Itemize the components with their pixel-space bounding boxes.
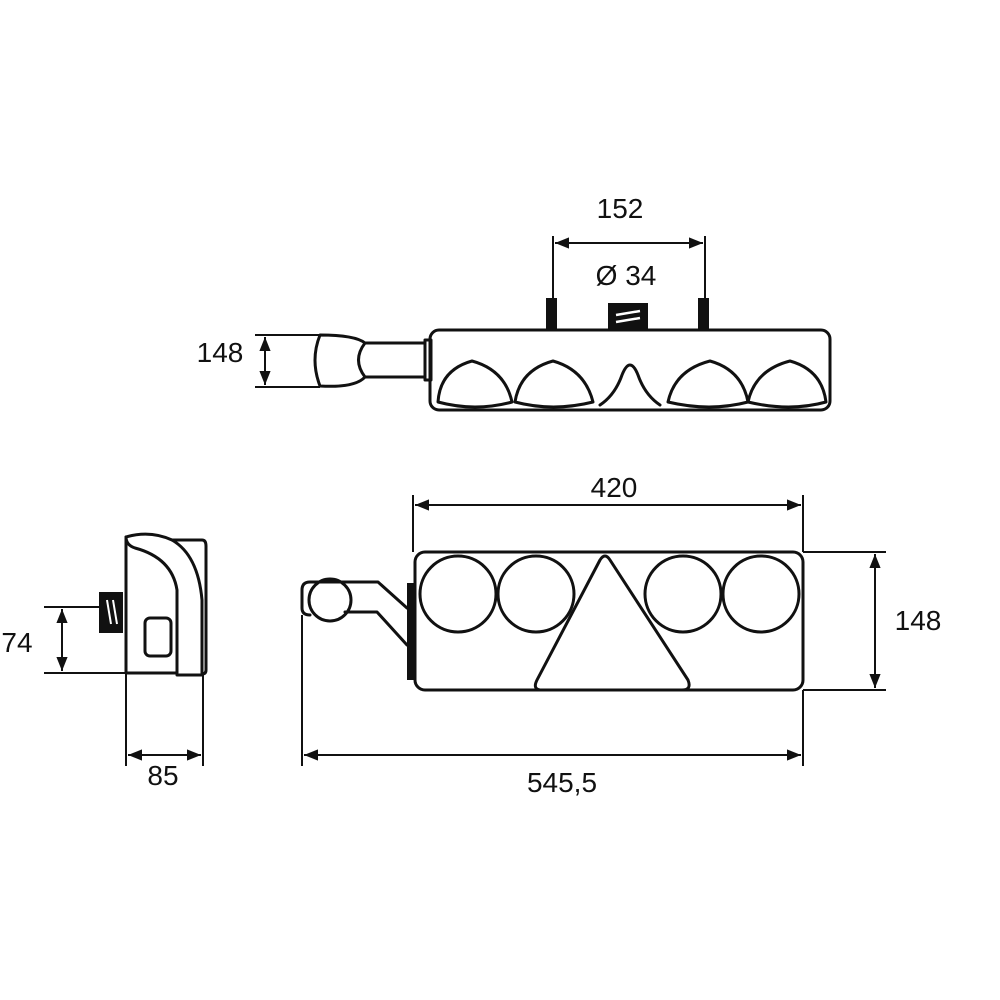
side-housing	[124, 535, 179, 675]
side-window	[143, 616, 173, 658]
side-marker-lamp	[307, 577, 353, 623]
dim-label-74: 74	[1, 627, 32, 658]
dim-420: 420	[412, 472, 804, 552]
dim-top-148: 148	[197, 334, 320, 388]
side-back	[124, 532, 208, 676]
dim-label-152: 152	[597, 193, 644, 224]
side-curve	[170, 538, 204, 677]
top-lenses	[436, 359, 828, 409]
top-view: 152 Ø 34 148	[197, 193, 832, 412]
side-connector-marks	[106, 599, 118, 625]
dim-152: 152 Ø 34	[552, 193, 706, 298]
top-cap	[313, 333, 367, 388]
front-body	[413, 550, 805, 692]
mount-stud-right	[698, 298, 709, 330]
side-connector	[99, 592, 123, 633]
lamp-circle-4	[721, 554, 801, 634]
front-view: 420 148 545,5	[300, 472, 942, 798]
connector-marks	[615, 309, 641, 324]
reflector-triangle	[533, 554, 691, 692]
top-pipe-flange	[423, 338, 433, 382]
lamp-circle-3	[643, 554, 723, 634]
dim-label-420: 420	[591, 472, 638, 503]
mount-plate	[407, 583, 414, 680]
top-pipe	[363, 341, 427, 379]
dim-545: 545,5	[301, 615, 804, 798]
dim-label-diameter: Ø 34	[596, 260, 657, 291]
lamp-circle-1	[418, 554, 498, 634]
dim-85: 85	[125, 673, 204, 791]
dim-label-front-148: 148	[895, 605, 942, 636]
dim-label-85: 85	[147, 760, 178, 791]
dim-label-top-148: 148	[197, 337, 244, 368]
dim-74: 74	[1, 606, 176, 674]
mount-stud-left	[546, 298, 557, 330]
connector-block	[608, 303, 648, 330]
side-arm	[300, 580, 409, 647]
side-view: 74 85	[1, 532, 208, 791]
dim-front-148: 148	[803, 551, 942, 691]
lamp-circle-2	[496, 554, 576, 634]
dim-label-545: 545,5	[527, 767, 597, 798]
